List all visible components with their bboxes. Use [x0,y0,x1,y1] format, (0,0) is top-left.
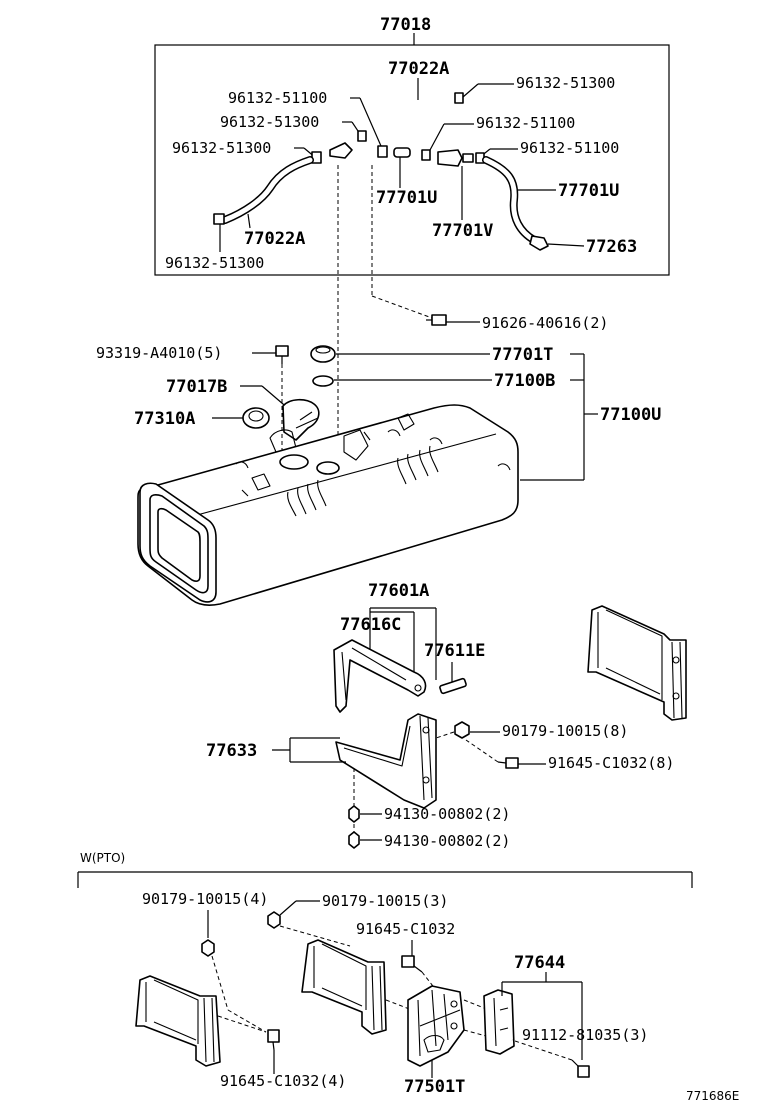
label-77601A: 77601A [368,581,429,601]
box-77018 [154,44,670,276]
gasket-77100B [312,375,334,387]
bolt-91112-81035 [571,1059,590,1078]
bracket-middle-lower [301,939,387,1035]
label-77100U: 77100U [600,405,661,425]
bolt-91645-C1032 [401,955,423,973]
label-96132-51100-a: 96132-51100 [228,89,327,107]
pipe-77701U-short [393,147,411,158]
label-77018: 77018 [380,15,431,35]
assembly-77018-group: 77018 77022A 96132-51300 96132-51100 961… [154,15,670,276]
label-94130-a: 94130-00802(2) [384,805,510,823]
label-96132-51300-a: 96132-51300 [516,74,615,92]
plate-77501T [407,985,465,1067]
clip-96132-51300-top-right [454,92,464,104]
label-90179-8: 90179-10015(8) [502,722,628,740]
bracket-77644 [483,989,515,1055]
label-77022A-bottom: 77022A [244,229,305,249]
label-91645-single: 91645-C1032 [356,920,455,938]
label-77701U-a: 77701U [376,188,437,208]
label-96132-51300-d: 96132-51300 [165,254,264,272]
bolt-91626-40616 [426,314,447,326]
clip-77263 [529,235,549,251]
figure-id: 771686E [686,1089,739,1103]
label-94130-b: 94130-00802(2) [384,832,510,850]
section-label-w-pto: W(PTO) [80,851,125,865]
label-77633: 77633 [206,741,257,761]
label-77263: 77263 [586,237,637,257]
label-77501T: 77501T [404,1077,465,1097]
label-77701T: 77701T [492,345,553,365]
label-91645-4: 91645-C1032(4) [220,1072,346,1090]
label-77022A-top: 77022A [388,59,449,79]
bracket-77633 [335,713,437,809]
label-77701V: 77701V [432,221,493,241]
bracket-right-upper [587,605,687,721]
bracket-left-lower [135,975,221,1067]
screw-93319-A4010 [275,345,289,364]
label-96132-51100-c: 96132-51100 [520,139,619,157]
label-91626: 91626-40616(2) [482,314,608,332]
label-91645-8: 91645-C1032(8) [548,754,674,772]
pin-77611E [439,677,467,695]
label-90179-4: 90179-10015(4) [142,890,268,908]
label-77017B: 77017B [166,377,227,397]
nut-90179-10015-3 [267,911,281,929]
valve-77701V [437,149,463,167]
label-96132-51100-b: 96132-51100 [476,114,575,132]
label-96132-51300-b: 96132-51300 [220,113,319,131]
label-93319: 93319-A4010(5) [96,344,222,362]
band-77616C [333,639,427,713]
fuel-tank-77100U [137,404,519,606]
grommet-77701T [310,345,336,363]
label-77611E: 77611E [424,641,485,661]
fitting-tee [329,142,353,159]
label-77701U-b: 77701U [558,181,619,201]
nut-94130-b [348,831,360,849]
label-91112: 91112-81035(3) [522,1026,648,1044]
nut-90179-10015-4 [201,939,215,957]
nut-90179-10015-8 [454,721,470,739]
nut-94130-a [348,805,360,823]
label-77616C: 77616C [340,615,401,635]
label-77310A: 77310A [134,409,195,429]
bolt-91645-C1032-8 [497,757,519,769]
label-77644: 77644 [514,953,565,973]
label-77100B: 77100B [494,371,555,391]
bolt-91645-C1032-4 [267,1029,280,1051]
label-96132-51300-c: 96132-51300 [172,139,271,157]
label-90179-3: 90179-10015(3) [322,892,448,910]
